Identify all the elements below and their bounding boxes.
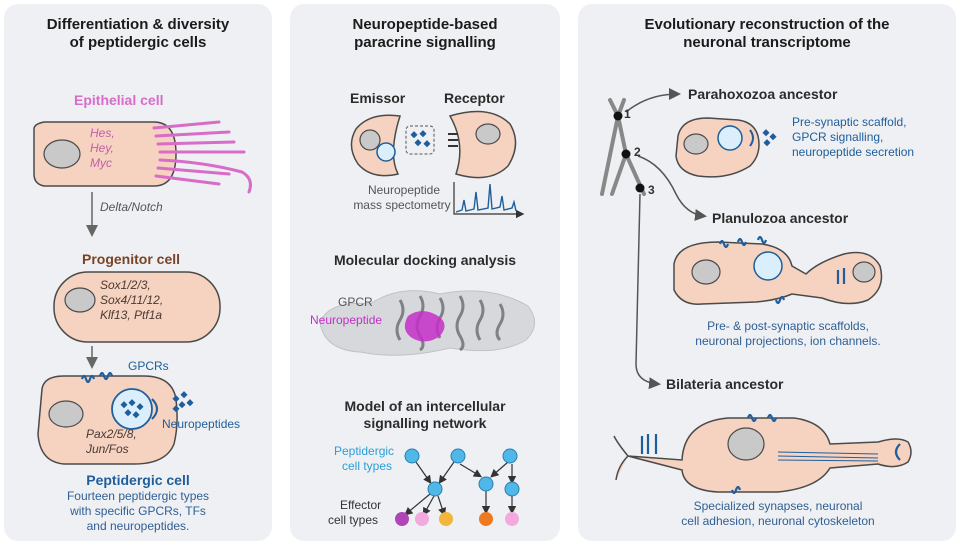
bilateria-desc-2: cell adhesion, neuronal cytoskeleton — [681, 514, 875, 528]
progenitor-cell — [53, 271, 221, 343]
epithelial-gene-3: Myc — [90, 156, 112, 170]
gpcr-label: GPCR — [338, 295, 373, 309]
paracrine-artwork — [319, 110, 535, 526]
neuropeptides-label: Neuropeptides — [162, 417, 241, 431]
tree-nodes — [613, 111, 645, 193]
panel-title-line1: Neuropeptide-based — [352, 16, 498, 33]
peptidergic-gene-2: Jun/Fos — [86, 442, 129, 456]
delta-notch-label: Delta/Notch — [100, 200, 163, 214]
panel-title-line2: paracrine signalling — [354, 34, 496, 51]
arrow-to-bilateria — [635, 193, 661, 390]
peptidergic-types-line2: cell types — [342, 459, 393, 473]
peptidergic-types-line1: Peptidergic — [334, 444, 395, 458]
peptide-box — [405, 125, 435, 155]
bilateria-label: Bilateria ancestor — [666, 376, 784, 392]
planulozoa-desc-1: Pre- & post-synaptic scaffolds, — [707, 319, 869, 333]
panel-differentiation: Differentiation & diversity of peptiderg… — [4, 4, 272, 541]
receptor-label: Receptor — [444, 90, 505, 106]
panel-paracrine-signalling: Neuropeptide-based paracrine signalling … — [290, 4, 560, 541]
arrow-to-parahoxozoa — [625, 88, 681, 113]
progenitor-gene-1: Sox1/2/3, — [100, 278, 151, 292]
panel-title-line2: of peptidergic cells — [69, 34, 207, 51]
progenitor-gene-3: Klf13, Ptf1a — [100, 308, 163, 322]
network-nodes — [395, 448, 520, 526]
panel-title-line1: Evolutionary reconstruction of the — [644, 16, 890, 33]
epithelial-cell — [33, 120, 252, 194]
peptidergic-cell-label: Peptidergic cell — [86, 472, 190, 488]
parahoxozoa-label: Parahoxozoa ancestor — [688, 86, 838, 102]
bilateria-desc-1: Specialized synapses, neuronal — [693, 499, 863, 513]
peptidergic-desc-1: Fourteen peptidergic types — [66, 489, 210, 503]
mass-spec-line1: Neuropeptide — [367, 183, 441, 197]
mass-spec-line2: mass spectometry — [353, 198, 451, 212]
parahoxozoa-desc-1: Pre-synaptic scaffold, — [792, 115, 907, 129]
effector-types-line1: Effector — [340, 498, 382, 512]
panel-title-line1: Differentiation & diversity — [46, 16, 230, 33]
bilateria-cell — [613, 413, 912, 495]
node-3-label: 3 — [648, 183, 655, 197]
network-title-line2: signalling network — [363, 415, 487, 431]
node-1-label: 1 — [624, 107, 631, 121]
panel-evolutionary-reconstruction: Evolutionary reconstruction of the neuro… — [578, 4, 956, 541]
emissor-cell — [350, 114, 401, 177]
epithelial-gene-2: Hey, — [90, 141, 114, 155]
progenitor-cell-label: Progenitor cell — [82, 251, 181, 267]
emissor-label: Emissor — [350, 90, 406, 106]
mass-spectrum-plot — [453, 182, 525, 219]
peptidergic-cell — [37, 371, 194, 465]
network-title-line1: Model of an intercellular — [344, 398, 506, 414]
docking-title: Molecular docking analysis — [333, 252, 517, 268]
epithelial-gene-1: Hes, — [90, 126, 115, 140]
planulozoa-label: Planulozoa ancestor — [712, 210, 849, 226]
docking-structure — [319, 290, 535, 356]
progenitor-gene-2: Sox4/11/12, — [100, 293, 164, 307]
peptidergic-desc-3: and neuropeptides. — [86, 519, 190, 533]
parahoxozoa-desc-3: neuropeptide secretion — [792, 145, 915, 159]
node-2-label: 2 — [634, 145, 641, 159]
receptor-cell — [448, 110, 517, 179]
effector-types-line2: cell types — [328, 513, 379, 527]
parahoxozoa-desc-2: GPCR signalling, — [792, 130, 884, 144]
peptidergic-desc-2: with specific GPCRs, TFs — [70, 504, 206, 518]
planulozoa-desc-2: neuronal projections, ion channels. — [695, 334, 881, 348]
differentiation-artwork — [33, 120, 252, 465]
peptidergic-gene-1: Pax2/5/8, — [86, 427, 137, 441]
panel-title-line2: neuronal transcriptome — [683, 34, 851, 51]
signalling-network — [404, 461, 517, 517]
planulozoa-cell — [673, 235, 883, 305]
neuropeptide-label: Neuropeptide — [310, 313, 383, 327]
epithelial-cell-label: Epithelial cell — [74, 92, 164, 108]
evolution-artwork — [600, 88, 912, 495]
parahoxozoa-cell — [675, 117, 777, 178]
arrow-to-planulozoa — [637, 155, 707, 221]
gpcrs-label: GPCRs — [128, 359, 169, 373]
